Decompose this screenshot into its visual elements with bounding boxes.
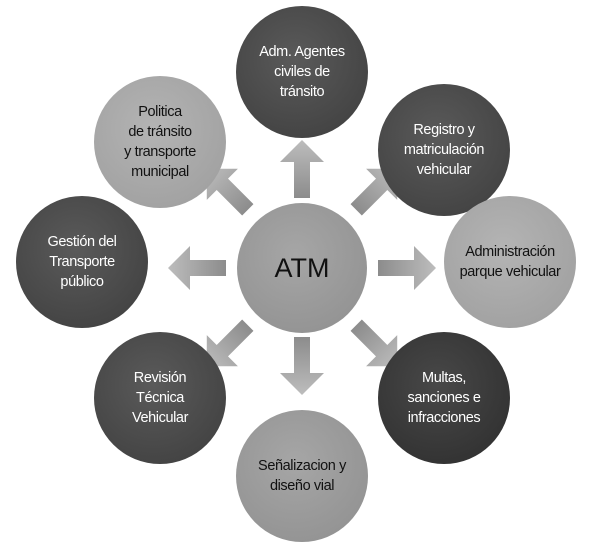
arrow-right-icon bbox=[378, 246, 436, 290]
arrow-up-icon bbox=[280, 140, 324, 198]
node-label: Registro y matriculación vehicular bbox=[403, 122, 485, 178]
node-label: Gestión del Transporte público bbox=[47, 234, 117, 290]
arrow-down-icon bbox=[280, 337, 324, 395]
arrow-left-icon bbox=[168, 246, 226, 290]
node-politica-transito: Politica de tránsito y transporte munici… bbox=[94, 76, 226, 208]
node-label: Administración parque vehicular bbox=[459, 244, 561, 280]
node-revision-tecnica: Revisión Técnica Vehicular bbox=[94, 332, 226, 464]
node-agentes-civiles: Adm. Agentes civiles de tránsito bbox=[236, 6, 368, 138]
node-label: Revisión Técnica Vehicular bbox=[131, 370, 189, 426]
center-label: ATM bbox=[274, 253, 330, 283]
node-senalizacion-diseno: Señalizacion y diseño vial bbox=[236, 410, 368, 542]
node-multas-sanciones: Multas, sanciones e infracciones bbox=[378, 332, 510, 464]
node-label: Multas, sanciones e infracciones bbox=[407, 370, 481, 426]
node-administracion-parque: Administración parque vehicular bbox=[444, 196, 576, 328]
center-node-atm: ATM bbox=[237, 203, 367, 333]
node-registro-matriculacion: Registro y matriculación vehicular bbox=[378, 84, 510, 216]
node-label: Adm. Agentes civiles de tránsito bbox=[259, 44, 345, 100]
node-gestion-transporte: Gestión del Transporte público bbox=[16, 196, 148, 328]
node-label: Señalizacion y diseño vial bbox=[258, 458, 346, 494]
node-label: Politica de tránsito y transporte munici… bbox=[124, 104, 196, 180]
